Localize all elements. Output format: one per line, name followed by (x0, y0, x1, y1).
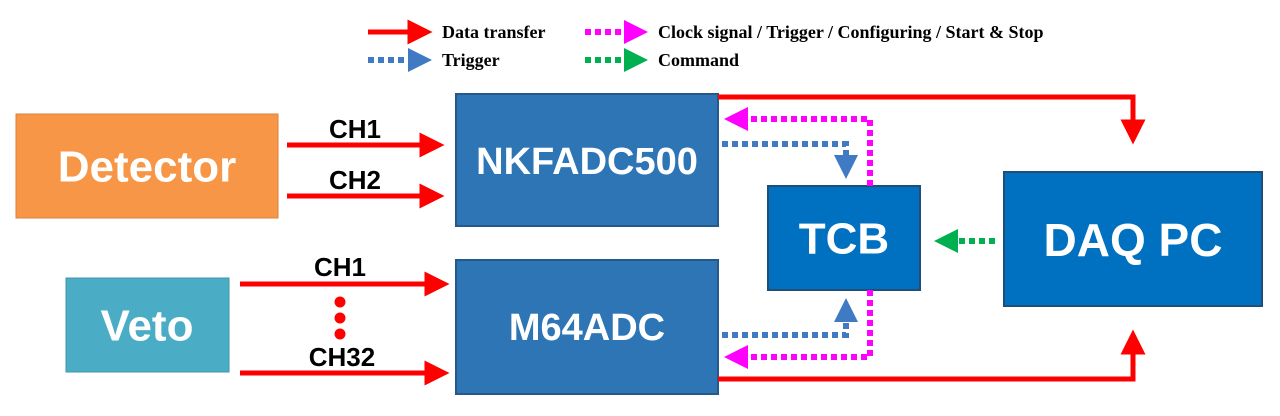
detector-ch2-connection: CH2 (287, 165, 445, 209)
legend-label-command: Command (658, 50, 739, 70)
legend-label-trigger: Trigger (442, 50, 500, 70)
m64adc-to-tcb-trigger-arrow (722, 298, 858, 338)
detector-label: Detector (58, 143, 237, 192)
legend-item-data-transfer: Data transfer (368, 19, 545, 45)
legend-label-data-transfer: Data transfer (442, 22, 545, 42)
m64adc-to-daq-data-arrow (718, 329, 1146, 382)
daq-pc-box: DAQ PC (1003, 171, 1263, 307)
ellipsis-dot (334, 296, 346, 308)
detector-ch1-connection: CH1 (287, 114, 445, 158)
detector-ch1-label: CH1 (329, 114, 381, 144)
daq-pc-label: DAQ PC (1044, 214, 1223, 266)
nkfadc-to-tcb-trigger-arrow (722, 141, 858, 179)
legend-label-clock: Clock signal / Trigger / Configuring / S… (658, 22, 1044, 42)
legend-item-clock: Clock signal / Trigger / Configuring / S… (585, 20, 1044, 44)
ellipsis-dot (334, 312, 346, 324)
veto-label: Veto (101, 302, 194, 351)
detector-box: Detector (15, 113, 279, 219)
veto-channel-ellipsis (334, 296, 346, 340)
veto-ch1-connection: CH1 (240, 252, 450, 297)
veto-ch32-label: CH32 (309, 342, 375, 372)
m64adc-label: M64ADC (509, 307, 665, 349)
veto-box: Veto (65, 277, 230, 373)
legend-item-trigger: Trigger (368, 48, 500, 72)
nkfadc-to-daq-data-arrow (718, 94, 1146, 145)
m64adc-box: M64ADC (455, 259, 719, 395)
veto-ch32-connection: CH32 (240, 342, 450, 386)
tcb-to-nkfadc-clock-arrow (724, 107, 873, 186)
veto-ch1-label: CH1 (314, 252, 366, 282)
legend-item-command: Command (585, 48, 739, 72)
ellipsis-dot (334, 328, 346, 340)
nkfadc500-box: NKFADC500 (455, 93, 719, 227)
nkfadc500-label: NKFADC500 (476, 141, 698, 183)
detector-ch2-label: CH2 (329, 165, 381, 195)
tcb-to-m64adc-clock-arrow (724, 290, 873, 369)
legend: Data transfer Clock signal / Trigger / C… (368, 19, 1044, 72)
tcb-box: TCB (767, 185, 921, 291)
tcb-label: TCB (799, 215, 889, 264)
